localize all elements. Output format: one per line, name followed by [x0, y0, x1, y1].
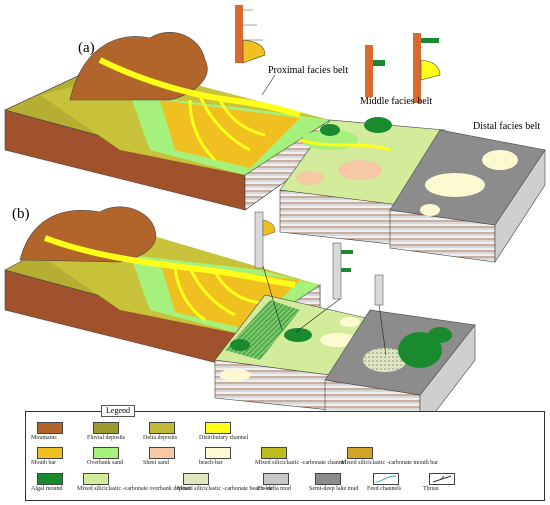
legend-item-delta: Delta deposits — [143, 422, 199, 442]
legend-label: Semi-deep lake mud — [309, 486, 359, 492]
legend-label: Feed channels — [367, 486, 402, 492]
legend-swatch — [37, 422, 63, 434]
legend-label: Distributary channel — [199, 435, 249, 441]
panel-a: (a) — [4, 5, 546, 264]
legend-item-mixed-channel: Mixed siliciclastic -carbonate channel — [255, 447, 346, 467]
legend-swatch — [205, 447, 231, 459]
panel-a-proximal-block — [4, 32, 331, 211]
legend-label: Sheet sand — [143, 460, 169, 466]
legend-row-3: Algal mound Mixed siliciclastic -carbona… — [31, 473, 540, 493]
distributary-channel-a — [98, 57, 301, 118]
legend-swatch — [263, 473, 289, 485]
panel-a-label: (a) — [78, 40, 95, 56]
panel-b: (b) — [4, 206, 476, 433]
legend-row-1: Mountains Fluvial deposits Delta deposit… — [31, 422, 540, 442]
legend-item-pre-delta-mud: Pre-delta mud — [257, 473, 309, 493]
legend-label: Mixed siliciclastic -carbonate mouth bar — [341, 460, 438, 466]
legend-item-feed-channels: Feed channels — [367, 473, 423, 493]
legend-swatch — [205, 422, 231, 434]
legend-label: Mixed siliciclastic -carbonate beach-bar — [177, 486, 274, 492]
legend-label: beach-bar — [199, 460, 223, 466]
legend-label: Mountains — [31, 435, 57, 441]
legend-label: Thrust — [423, 486, 439, 492]
legend-label: Mouth bar — [31, 460, 57, 466]
panel-a-distal-block — [389, 129, 546, 264]
legend-label: Overbank sand — [87, 460, 124, 466]
legend-item-overbank: Overbank sand — [87, 447, 143, 467]
mountain-shape-b — [19, 206, 157, 263]
legend-item-mixed-overbank: Mixed siliciclastic -carbonate overbank … — [77, 473, 191, 493]
legend-swatch — [315, 473, 341, 485]
legend-item-mixed-mouth-bar: Mixed siliciclastic -carbonate mouth bar — [341, 447, 438, 467]
legend-item-mountains: Mountains — [31, 422, 87, 442]
legend-swatch — [83, 473, 109, 485]
legend-swatch — [37, 447, 63, 459]
legend-swatch — [183, 473, 209, 485]
panel-b-columns — [254, 211, 387, 356]
legend-swatch — [149, 422, 175, 434]
legend-swatch — [347, 447, 373, 459]
legend-item-distributary: Distributary channel — [199, 422, 255, 442]
belt-label-middle: Middle facies belt — [360, 96, 432, 107]
legend-item-mouth-bar: Mouth bar — [31, 447, 87, 467]
legend-title: Legend — [101, 405, 135, 417]
thrust-icon — [429, 473, 455, 485]
belt-label-proximal: Proximal facies belt — [268, 65, 348, 76]
legend-label: Pre-delta mud — [257, 486, 291, 492]
legend-row-2: Mouth bar Overbank sand Sheet sand beach… — [31, 447, 540, 467]
distributary-channel-b — [43, 235, 296, 288]
legend-label: Mixed siliciclastic -carbonate overbank … — [77, 486, 191, 492]
legend-item-beach-bar: beach-bar — [199, 447, 255, 467]
legend-item-thrust: Thrust — [423, 473, 469, 493]
legend-item-algal-mound: Algal mound — [31, 473, 77, 493]
legend-item-sheet-sand: Sheet sand — [143, 447, 199, 467]
legend-swatch — [37, 473, 63, 485]
legend-item-semi-deep-mud: Semi-deep lake mud — [309, 473, 367, 493]
legend-swatch — [261, 447, 287, 459]
panel-b-label: (b) — [12, 206, 30, 222]
legend-swatch — [149, 447, 175, 459]
belt-label-distal: Distal facies belt — [473, 121, 540, 132]
mountain-shape-a — [69, 32, 208, 101]
feed-channel-icon — [373, 473, 399, 485]
legend-label: Mixed siliciclastic -carbonate channel — [255, 460, 347, 466]
legend-item-mixed-beach-bar: Mixed siliciclastic -carbonate beach-bar — [177, 473, 273, 493]
legend-item-fluvial: Fluvial deposits — [87, 422, 143, 442]
legend-swatch — [93, 422, 119, 434]
panel-a-columns — [235, 5, 441, 103]
legend-label: Algal mound — [31, 486, 63, 492]
legend-label: Delta deposits — [143, 435, 178, 441]
legend-swatch — [93, 447, 119, 459]
legend-label: Fluvial deposits — [87, 435, 126, 441]
legend: Legend Mountains Fluvial deposits Delta … — [25, 405, 545, 501]
